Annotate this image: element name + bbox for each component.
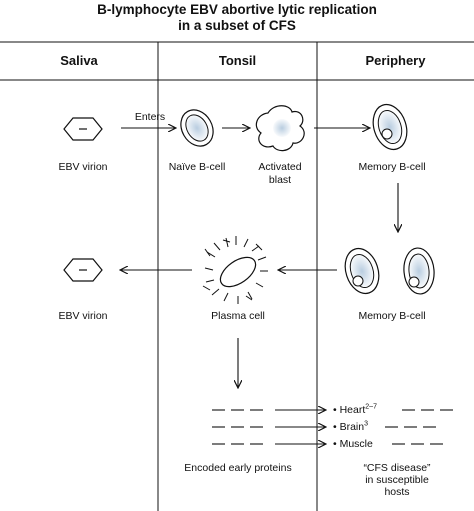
- organ-item-brain: • Brain3: [333, 420, 369, 434]
- label-encoded-early-proteins: Encoded early proteins: [184, 462, 292, 474]
- memory-b-cell-bottom-left: [344, 247, 380, 295]
- column-header-tonsil: Tonsil: [218, 53, 257, 68]
- column-header-periphery: Periphery: [365, 53, 426, 68]
- memory-b-cell-top: [372, 103, 408, 151]
- label-memory-b-cell-bottom: Memory B-cell: [358, 310, 426, 322]
- organ-item-muscle: • Muscle: [333, 438, 373, 450]
- label-activated-line-1: Activated: [258, 161, 302, 173]
- column-header-saliva: Saliva: [60, 53, 98, 68]
- label-cfs-line-2: in susceptible: [365, 474, 429, 486]
- label-ebv-virion-bottom: EBV virion: [58, 310, 108, 322]
- diagram-title-line-1: B-lymphocyte EBV abortive lytic replicat…: [97, 2, 377, 17]
- label-cfs-line-3: hosts: [384, 486, 410, 498]
- organ-ref-brain: 3: [364, 420, 369, 428]
- label-memory-b-cell-top: Memory B-cell: [358, 161, 426, 173]
- organ-item-heart: • Heart2–7: [333, 403, 377, 417]
- ebv-virion-top: [63, 117, 103, 141]
- organ-name-heart: Heart: [339, 404, 366, 416]
- label-enters: Enters: [134, 111, 166, 123]
- ebv-virion-bottom: [63, 258, 103, 282]
- label-cfs-line-1: “CFS disease”: [363, 462, 431, 474]
- naive-b-cell: [180, 109, 214, 147]
- organ-name-brain: Brain: [339, 421, 365, 433]
- early-protein-dashes: [212, 409, 263, 445]
- activated-blast: [255, 105, 305, 152]
- organ-protein-dashes: [385, 409, 453, 445]
- organ-name-muscle: Muscle: [339, 438, 373, 450]
- organ-ref-heart: 2–7: [365, 403, 377, 411]
- label-naive-b-cell: Naïve B-cell: [168, 161, 226, 173]
- label-ebv-virion-top: EBV virion: [58, 161, 108, 173]
- label-plasma-cell: Plasma cell: [211, 310, 265, 322]
- plasma-cell: [202, 236, 268, 304]
- memory-b-cell-bottom-right: [403, 247, 435, 295]
- diagram-title-line-2: in a subset of CFS: [178, 18, 296, 33]
- label-activated-line-2: blast: [268, 174, 292, 186]
